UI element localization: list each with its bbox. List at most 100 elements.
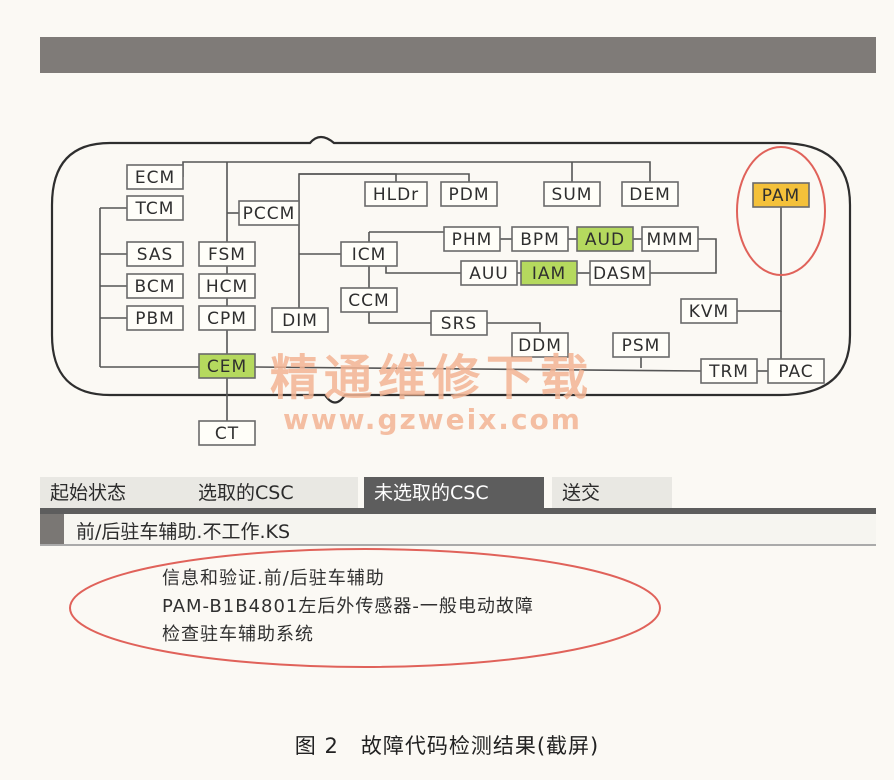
module-box bbox=[126, 273, 184, 299]
module-label: PCCM bbox=[243, 204, 296, 224]
watermark-url: www.gzweix.com bbox=[283, 403, 582, 436]
module-label: DDM bbox=[518, 336, 562, 356]
module-cem[interactable]: CEM bbox=[198, 353, 256, 379]
module-aud[interactable]: AUD bbox=[576, 226, 634, 252]
module-psm[interactable]: PSM bbox=[612, 332, 670, 358]
module-box bbox=[680, 298, 738, 324]
symptom-text: 前/后驻车辅助.不工作.KS bbox=[76, 521, 291, 543]
module-label: DEM bbox=[629, 185, 671, 205]
tab-unselected-csc[interactable]: 未选取的CSC bbox=[364, 477, 544, 510]
module-box bbox=[198, 305, 256, 331]
module-box bbox=[340, 241, 398, 267]
module-pdm[interactable]: PDM bbox=[440, 181, 498, 207]
module-srs[interactable]: SRS bbox=[430, 310, 488, 336]
tab-initial-state[interactable]: 起始状态 bbox=[40, 477, 190, 510]
module-iam[interactable]: IAM bbox=[520, 260, 578, 286]
module-pac[interactable]: PAC bbox=[767, 358, 825, 384]
window-title-bar bbox=[40, 37, 876, 73]
bus-wire bbox=[368, 312, 431, 324]
module-auu[interactable]: AUU bbox=[460, 260, 518, 286]
module-label: ECM bbox=[135, 168, 175, 188]
module-dem[interactable]: DEM bbox=[621, 181, 679, 207]
module-trm[interactable]: TRM bbox=[700, 358, 758, 384]
module-dasm[interactable]: DASM bbox=[589, 260, 651, 286]
module-label: PSM bbox=[622, 336, 661, 356]
module-box bbox=[198, 353, 256, 379]
module-sum[interactable]: SUM bbox=[543, 181, 601, 207]
pam-highlight-ellipse bbox=[736, 146, 826, 276]
module-phm[interactable]: PHM bbox=[443, 226, 501, 252]
figure-caption: 图 2 故障代码检测结果(截屏) bbox=[294, 734, 600, 758]
module-hcm[interactable]: HCM bbox=[198, 273, 256, 299]
module-label: KVM bbox=[689, 302, 729, 322]
dtc-line[interactable]: 检查驻车辅助系统 bbox=[162, 624, 314, 645]
module-icm[interactable]: ICM bbox=[340, 241, 398, 267]
bus-wire bbox=[487, 322, 541, 333]
module-box bbox=[767, 358, 825, 384]
module-hldr[interactable]: HLDr bbox=[364, 181, 428, 207]
module-label: BPM bbox=[520, 230, 560, 250]
module-ccm[interactable]: CCM bbox=[340, 287, 398, 313]
watermark-text: 精通维修下载 bbox=[270, 350, 595, 406]
module-dim[interactable]: DIM bbox=[271, 307, 329, 333]
dtc-line[interactable]: 信息和验证.前/后驻车辅助 bbox=[162, 568, 385, 589]
symptom-row[interactable]: 前/后驻车辅助.不工作.KS bbox=[40, 514, 876, 546]
module-tcm[interactable]: TCM bbox=[126, 195, 184, 221]
module-label: AUU bbox=[469, 264, 509, 284]
module-box bbox=[198, 273, 256, 299]
module-label: SRS bbox=[441, 314, 477, 334]
dtc-line[interactable]: PAM-B1B4801左后外传感器-一般电动故障 bbox=[162, 596, 534, 617]
module-ct[interactable]: CT bbox=[198, 420, 256, 446]
module-pbm[interactable]: PBM bbox=[126, 305, 184, 331]
bus-wire bbox=[650, 238, 717, 274]
module-box bbox=[126, 164, 184, 190]
module-bcm[interactable]: BCM bbox=[126, 273, 184, 299]
module-box bbox=[440, 181, 498, 207]
bus-wire bbox=[299, 173, 470, 182]
tab-selected-csc[interactable]: 选取的CSC bbox=[188, 477, 358, 510]
module-label: TCM bbox=[135, 199, 175, 219]
bus-wire bbox=[254, 366, 702, 372]
module-box bbox=[198, 241, 256, 267]
module-cpm[interactable]: CPM bbox=[198, 305, 256, 331]
module-kvm[interactable]: KVM bbox=[680, 298, 738, 324]
module-label: SUM bbox=[552, 185, 593, 205]
module-box bbox=[198, 420, 256, 446]
tab-submit[interactable]: 送交 bbox=[552, 477, 672, 510]
module-fsm[interactable]: FSM bbox=[198, 241, 256, 267]
module-sas[interactable]: SAS bbox=[126, 241, 184, 267]
module-box bbox=[430, 310, 488, 336]
module-label: PBM bbox=[135, 309, 175, 329]
module-pam[interactable]: PAM bbox=[752, 182, 810, 208]
module-label: IAM bbox=[532, 264, 566, 284]
module-box bbox=[271, 307, 329, 333]
vehicle-outline bbox=[50, 135, 852, 404]
module-ddm[interactable]: DDM bbox=[511, 332, 569, 358]
module-label: CT bbox=[215, 424, 239, 444]
module-label: DIM bbox=[282, 311, 318, 331]
module-label: CCM bbox=[348, 291, 389, 311]
module-label: MMM bbox=[646, 230, 693, 250]
module-mmm[interactable]: MMM bbox=[641, 226, 699, 252]
module-label: PHM bbox=[452, 230, 493, 250]
module-label: AUD bbox=[585, 230, 625, 250]
module-box bbox=[460, 260, 518, 286]
module-box bbox=[443, 226, 501, 252]
module-box bbox=[589, 260, 651, 286]
module-box bbox=[126, 241, 184, 267]
tab-bar: 起始状态 选取的CSC 未选取的CSC 送交 bbox=[40, 477, 876, 510]
module-box bbox=[612, 332, 670, 358]
bus-wire bbox=[182, 161, 651, 182]
module-box bbox=[520, 260, 578, 286]
module-label: CEM bbox=[207, 357, 247, 377]
module-ecm[interactable]: ECM bbox=[126, 164, 184, 190]
module-bpm[interactable]: BPM bbox=[511, 226, 569, 252]
module-pccm[interactable]: PCCM bbox=[238, 200, 300, 226]
dtc-list: 信息和验证.前/后驻车辅助 PAM-B1B4801左后外传感器-一般电动故障 检… bbox=[162, 565, 534, 649]
module-label: TRM bbox=[708, 362, 749, 382]
module-label: BCM bbox=[135, 277, 176, 297]
module-label: FSM bbox=[208, 245, 246, 265]
module-label: ICM bbox=[352, 245, 387, 265]
module-box bbox=[126, 305, 184, 331]
module-box bbox=[511, 226, 569, 252]
